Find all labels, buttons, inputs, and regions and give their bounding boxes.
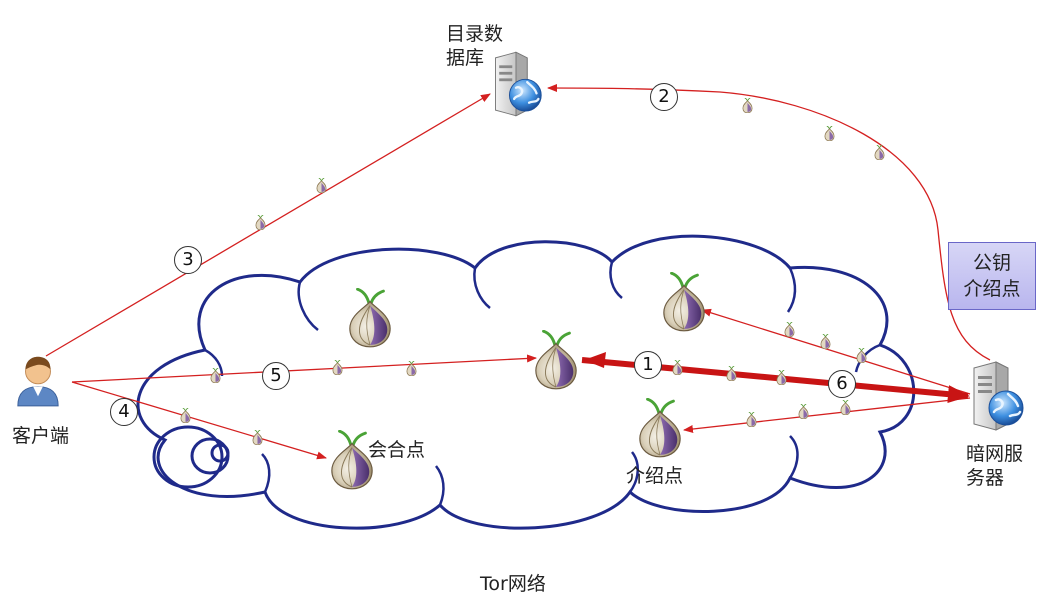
directory-database-label: 目录数 据库 [446,23,504,69]
tor-network-cloud [136,234,916,530]
step-6: 6 [828,370,856,398]
arrow-server-to-top-onion [701,308,971,395]
arrow-client-to-directory [45,93,491,357]
intro-point-label: 介绍点 [626,465,684,487]
rendezvous-label: 会合点 [368,439,426,461]
pubkey-line-2: 介绍点 [963,278,1021,300]
step-5: 5 [262,362,290,390]
client-label: 客户端 [12,425,70,447]
pubkey-line-1: 公钥 [972,252,1011,274]
hidden-server-label: 暗网服 务器 [966,443,1024,489]
step-3: 3 [174,246,202,274]
step-1: 1 [634,351,662,379]
step-2: 2 [650,83,678,111]
server-icon [972,360,1025,432]
public-key-intro-box: 公钥 介绍点 [948,242,1036,310]
arrow-server-to-intro-point [683,397,971,433]
person-icon [17,356,59,407]
arrow-client-to-intro [71,354,537,383]
arrow-client-to-rendezvous [71,381,327,460]
tor-network-label: Tor网络 [480,573,546,595]
step-4: 4 [110,398,138,426]
